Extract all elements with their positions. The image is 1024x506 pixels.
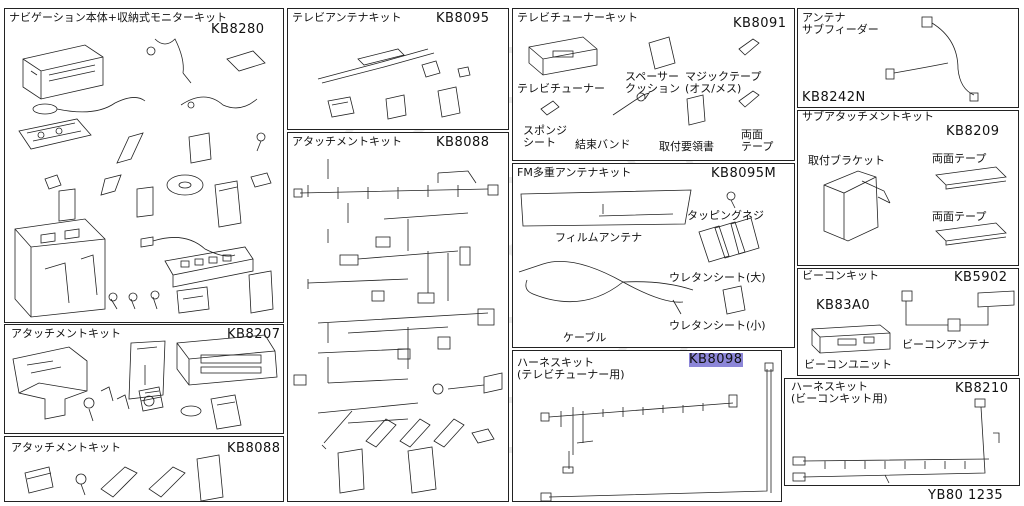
part-code-highlighted: KB8098 (689, 352, 743, 367)
figure-reference: YB80 1235 (928, 488, 1004, 503)
label-urethane-sheet-small: ウレタンシート(小) (669, 319, 766, 332)
harness-tv-drawing (540, 362, 774, 502)
panel-title: ナビゲーション本体+収納式モニターキット (9, 11, 227, 24)
panel-title: アタッチメントキット (11, 441, 121, 454)
panel-title: ハーネスキット (ビーコンキット用) (791, 380, 888, 405)
part-code: KB8210 (955, 381, 1009, 396)
label-double-tape-1: 両面テープ (932, 152, 987, 165)
panel-title: FM多重アンテナキット (517, 166, 632, 179)
panel-harness-kit-beacon: ハーネスキット (ビーコンキット用) KB8210 (784, 378, 1020, 486)
part-code: KB8095 (436, 11, 490, 26)
panel-sub-attachment-kit: サブアタッチメントキット KB8209 取付ブラケット 両面テープ 両面テープ (797, 110, 1019, 266)
part-code: KB8242N (802, 90, 866, 105)
label-double-tape-2: 両面テープ (932, 210, 987, 223)
part-code: KB8088 (436, 135, 490, 150)
panel-title: ハーネスキット (テレビチューナー用) (517, 356, 625, 381)
panel-title: テレビチューナーキット (517, 11, 638, 24)
label-magic-tape: マジックテープ (オス/メス) (685, 70, 762, 95)
tv-tuner-parts-drawing (528, 36, 760, 126)
panel-title: アタッチメントキット (292, 135, 402, 148)
label-sponge-sheet: スポンジ シート (523, 124, 567, 149)
label-double-tape: 両面 テープ (741, 128, 774, 153)
beacon-kit-drawing (811, 290, 1015, 354)
part-code: KB5902 (954, 270, 1008, 285)
panel-harness-kit-tv-tuner: ハーネスキット (テレビチューナー用) KB8098 (512, 350, 782, 502)
label-tv-tuner: テレビチューナー (517, 82, 605, 95)
label-mount-bracket: 取付ブラケット (808, 154, 885, 167)
panel-title: アンテナ サブフィーダー (802, 11, 879, 36)
label-beacon-antenna: ビーコンアンテナ (902, 338, 990, 351)
panel-fm-antenna-kit: FM多重アンテナキット KB8095M タッピングネジ フィルムアンテナ ウレタ… (512, 163, 795, 348)
panel-antenna-sub-feeder: アンテナ サブフィーダー KB8242N (797, 8, 1019, 108)
tv-antenna-parts-drawing (317, 48, 471, 120)
panel-tv-tuner-kit: テレビチューナーキット KB8091 スペーサー クッション マジックテープ (… (512, 8, 795, 161)
label-spacer-cushion: スペーサー クッション (625, 70, 680, 95)
label-film-antenna: フィルムアンテナ (555, 231, 643, 244)
panel-attachment-kit-kb8088-mid: アタッチメントキット KB8088 (287, 132, 509, 502)
part-code: KB8095M (711, 166, 777, 181)
panel-attachment-kit-kb8088-bottom: アタッチメントキット KB8088 (4, 436, 284, 502)
beacon-unit-code: KB83A0 (816, 298, 871, 313)
part-code: KB8280 (211, 22, 265, 37)
panel-title: テレビアンテナキット (292, 11, 402, 24)
panel-title: ビーコンキット (802, 269, 879, 282)
panel-attachment-kit-kb8207: アタッチメントキット KB8207 (4, 324, 284, 434)
panel-title: アタッチメントキット (11, 327, 121, 340)
panel-title: サブアタッチメントキット (802, 110, 934, 123)
sub-feeder-drawing (885, 16, 979, 102)
label-tapping-screw: タッピングネジ (687, 209, 764, 222)
harness-parts-drawing (293, 159, 503, 494)
harness-beacon-drawing (792, 398, 1000, 484)
panel-nav-monitor-kit: ナビゲーション本体+収納式モニターキット KB8280 (4, 8, 284, 323)
attachment-kit-parts-drawing (12, 334, 278, 430)
sub-attachment-drawing (823, 166, 1007, 246)
panel-tv-antenna-kit: テレビアンテナキット KB8095 (287, 8, 509, 130)
part-code: KB8088 (227, 441, 281, 456)
label-install-manual: 取付要領書 (659, 140, 714, 153)
label-cable: ケーブル (563, 331, 607, 344)
part-code: KB8091 (733, 16, 787, 31)
label-beacon-unit: ビーコンユニット (804, 358, 892, 371)
nav-kit-parts-drawing (14, 38, 274, 318)
panel-beacon-kit: ビーコンキット KB5902 KB83A0 ビーコンアンテナ ビーコンユニット (797, 268, 1019, 376)
label-cable-band: 結束バンド (575, 138, 631, 151)
part-code: KB8209 (946, 124, 1000, 139)
attachment-kit-parts-drawing (24, 454, 224, 502)
label-urethane-sheet-large: ウレタンシート(大) (669, 271, 766, 284)
fm-antenna-parts-drawing (518, 189, 760, 315)
